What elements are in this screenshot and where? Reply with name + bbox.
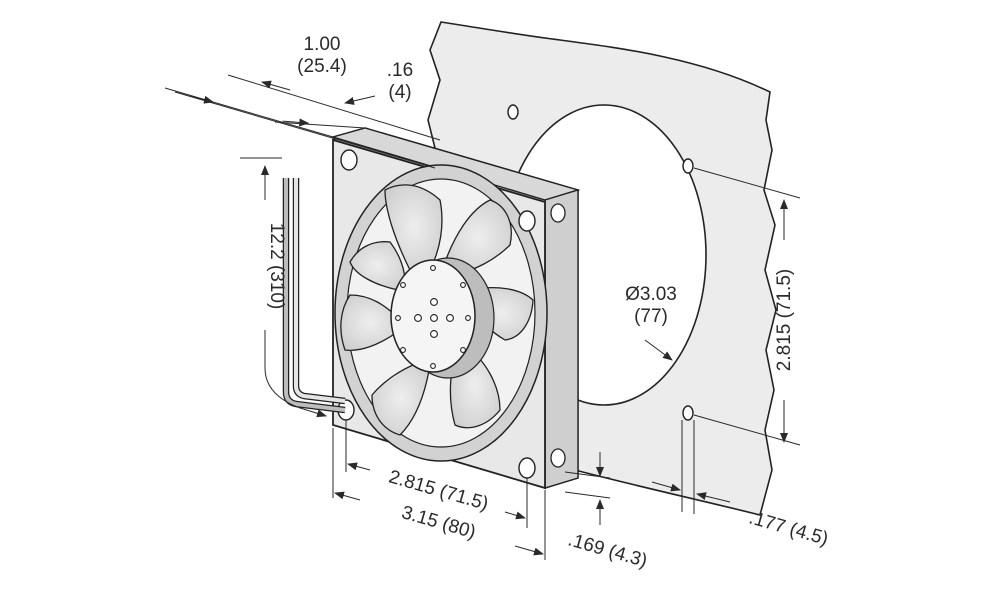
hub-rim-7 <box>460 347 466 353</box>
depth-inch-label: 1.00 <box>304 34 341 55</box>
hub-rim-5 <box>465 315 471 321</box>
hole-ext-top <box>564 471 611 479</box>
lead-dim-bottom <box>264 330 327 418</box>
hub-rim-1 <box>430 265 436 271</box>
fan-hub-rivets <box>395 265 471 369</box>
fan-hole-top-left <box>340 149 358 171</box>
fan-blade-1 <box>384 184 443 271</box>
hub-rim-6 <box>400 347 406 353</box>
horizontal-spacing-label: 2.815 (71.5) <box>386 466 490 514</box>
hub-hole-bottom <box>430 330 438 338</box>
lead-wires <box>282 178 346 414</box>
panel-hole-bottom-right <box>682 405 694 421</box>
lead-wire-1-fill <box>284 178 346 412</box>
hspacing-arrow-right <box>504 511 526 520</box>
hub-rim-8 <box>430 363 436 369</box>
depth-mm-label: (25.4) <box>297 56 347 77</box>
diameter-mm-label: (77) <box>634 306 668 327</box>
fan-blade-5 <box>371 361 431 436</box>
hub-rim-4 <box>395 315 401 321</box>
hub-hole-center <box>430 314 438 322</box>
fan-blade-6 <box>340 294 401 351</box>
fan-rear-hole-top <box>550 203 566 223</box>
fan-frame-rear-edge <box>544 189 579 489</box>
diameter-leader <box>644 339 673 361</box>
width-arrow-left <box>334 491 361 501</box>
hole-ext-bottom <box>564 491 611 499</box>
hub-hole-left <box>414 314 422 322</box>
hspacing-arrow-left <box>347 462 371 471</box>
fan-blades <box>340 184 534 436</box>
flange-arrow-left <box>282 118 310 127</box>
panel-hole-top-right <box>682 158 694 174</box>
depth-arrow-right <box>261 80 291 91</box>
lead-length-label: 12.2 (310) <box>266 223 287 310</box>
vertical-spacing-label: 2.815 (71.5) <box>774 269 795 371</box>
flange-arrow-right <box>344 95 376 105</box>
width-arrow-right <box>514 545 544 556</box>
diameter-inch-label: Ø3.03 <box>625 284 677 305</box>
vspacing-ext-top <box>693 167 801 199</box>
fan-blade-2 <box>444 199 512 276</box>
fan-hole-bottom-right <box>518 457 536 479</box>
hole-offset-label: .177 (4.5) <box>747 507 831 550</box>
flange-mm-label: (4) <box>388 82 411 103</box>
fan-blade-7 <box>349 241 406 291</box>
depth-arrow-left <box>189 95 214 104</box>
depth-ext-1 <box>164 87 334 138</box>
fan <box>282 127 581 490</box>
hole-diameter-label: .169 (4.3) <box>566 529 650 572</box>
hub-rim-3 <box>460 282 466 288</box>
offset-arrow-left <box>651 481 681 492</box>
dimension-lines <box>164 74 801 560</box>
flange-ext <box>274 121 366 129</box>
offset-arrow-right <box>696 492 731 503</box>
fan-hole-top-right <box>518 210 536 232</box>
lead-wire-2-fill <box>294 178 346 403</box>
depth-dim-line <box>174 91 436 169</box>
hub-hole-right <box>446 314 454 322</box>
hub-hole-top <box>430 298 438 306</box>
hub-rim-2 <box>400 282 406 288</box>
flange-inch-label: .16 <box>387 60 413 81</box>
panel-hole-top-left <box>507 104 519 120</box>
fan-rear-hole-bottom <box>550 448 566 468</box>
